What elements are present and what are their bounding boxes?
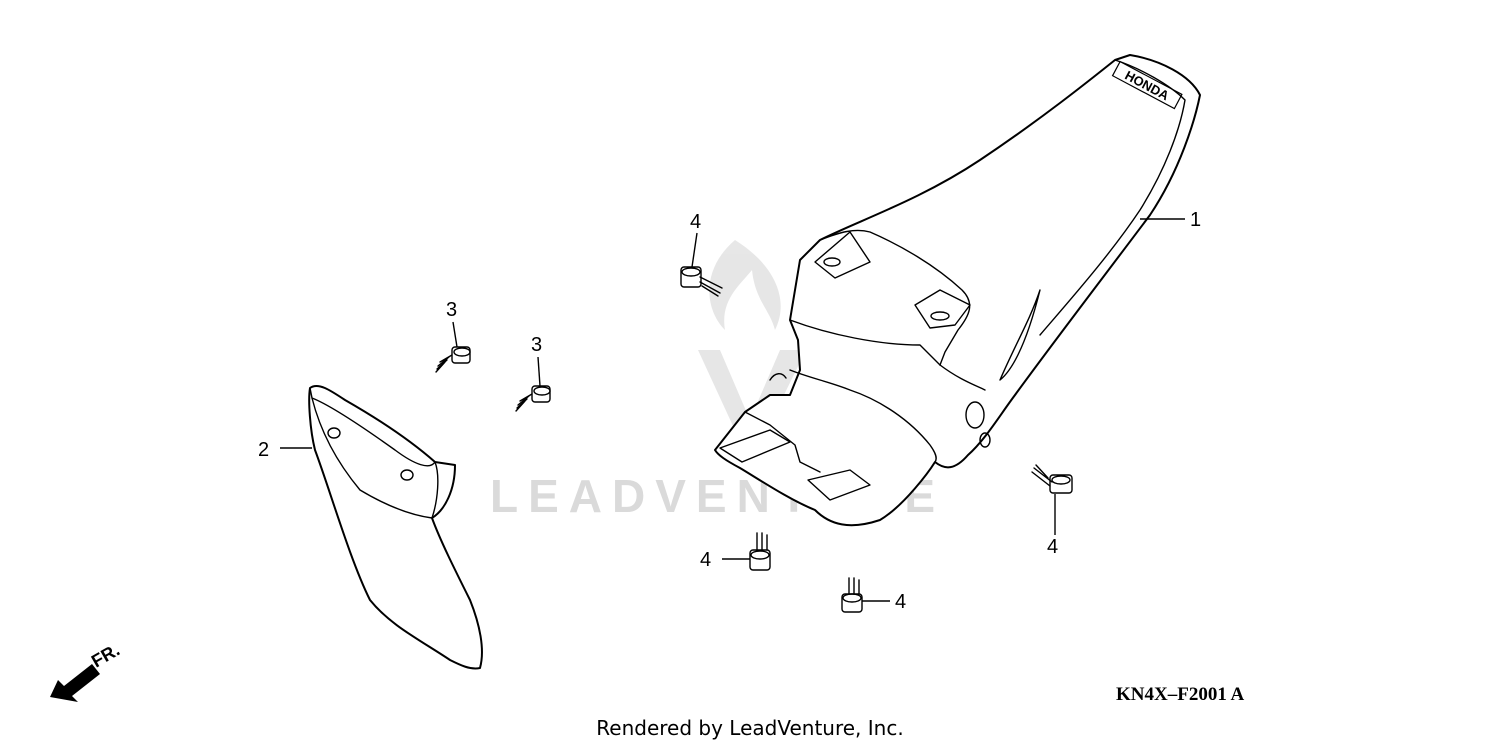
footer-credit: Rendered by LeadVenture, Inc. (596, 716, 904, 740)
callout-1: 1 (1190, 209, 1201, 231)
callout-3b: 3 (531, 334, 542, 356)
callout-4c: 4 (700, 549, 711, 571)
bolt-4c[interactable] (749, 532, 771, 571)
mud-flap[interactable] (308, 384, 483, 670)
bolt-4d[interactable] (841, 577, 863, 613)
callout-4d: 4 (895, 591, 906, 613)
callout-4a: 4 (690, 211, 701, 233)
bolt-3b[interactable] (515, 385, 551, 412)
front-direction-arrow: FR. (50, 640, 123, 702)
bolt-3a[interactable] (435, 346, 471, 373)
bolt-4a[interactable] (680, 266, 723, 297)
callout-3a: 3 (446, 299, 457, 321)
callout-4b: 4 (1047, 536, 1058, 558)
callout-2: 2 (258, 439, 269, 461)
bolt-4b[interactable] (1031, 464, 1073, 494)
diagram-code: KN4X–F2001 A (1116, 684, 1245, 705)
rear-fender[interactable]: HONDA (714, 54, 1201, 527)
